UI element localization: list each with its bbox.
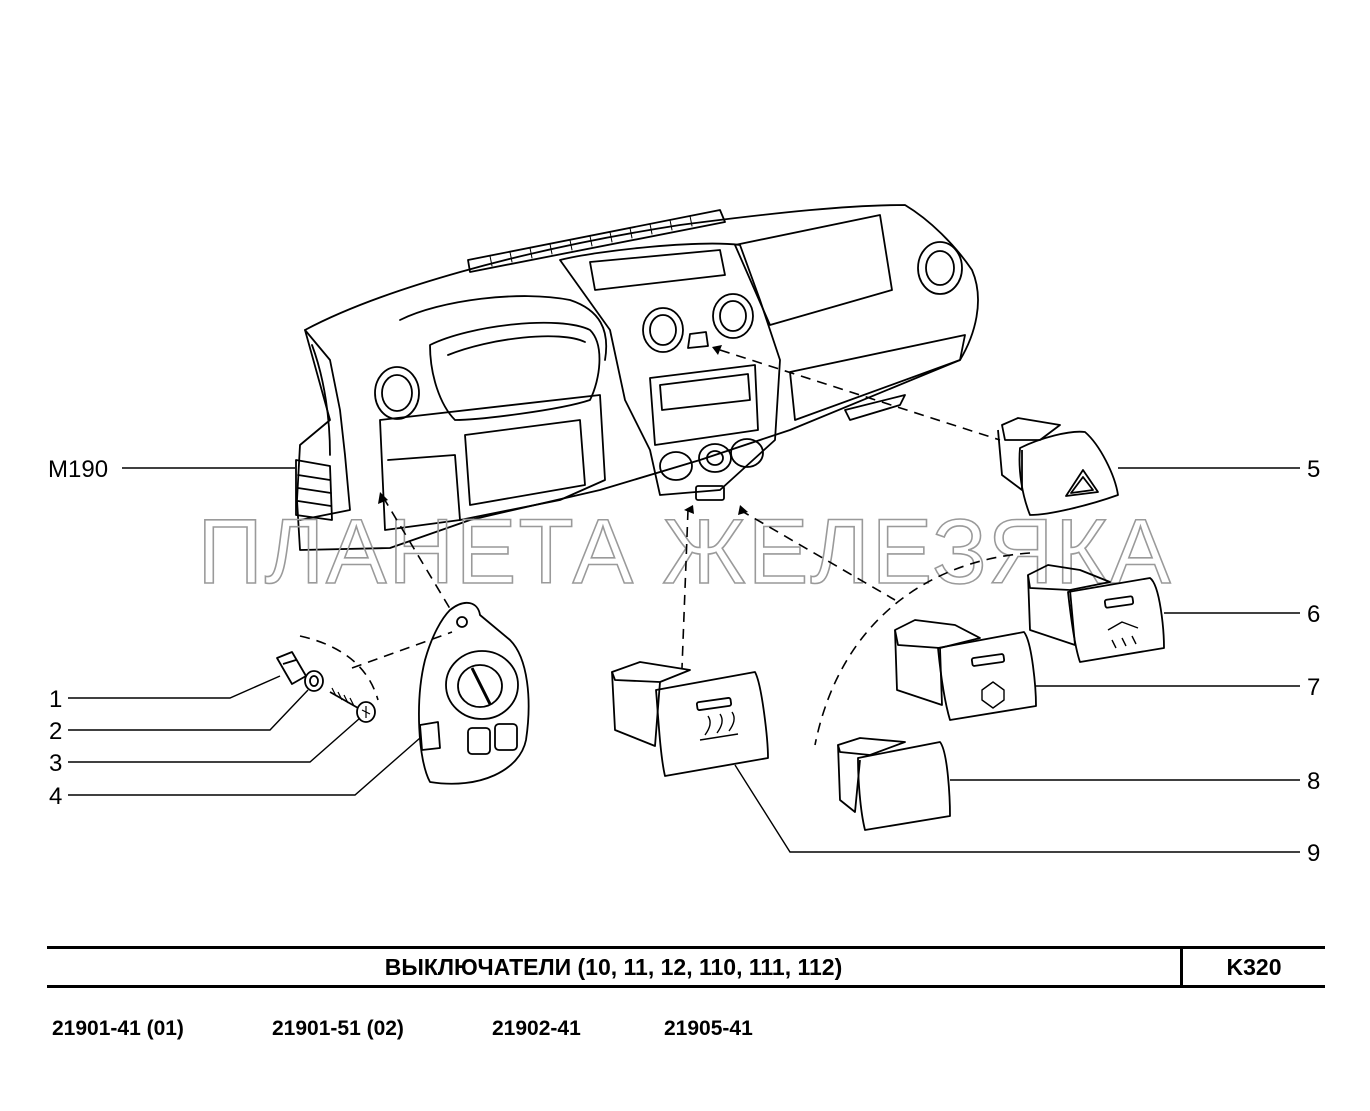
part-6-switch: [1027, 564, 1165, 663]
watermark: ПЛАНЕТА ЖЕЛЕЗЯКА: [198, 501, 1173, 603]
dashboard-illustration: [295, 204, 979, 551]
model-code: 21905-41: [664, 1017, 753, 1040]
model-code: 21901-51 (02): [272, 1017, 404, 1040]
part-3-screw: [329, 687, 376, 723]
assembly-dashed-lines: [299, 349, 1031, 746]
page-code: K320: [1226, 953, 1282, 980]
title-block: ВЫКЛЮЧАТЕЛИ (10, 11, 12, 110, 111, 112) …: [47, 946, 1325, 988]
callout-1: 1: [49, 686, 62, 713]
arrowheads: [378, 345, 748, 515]
callout-5: 5: [1307, 456, 1320, 483]
callout-2: 2: [49, 718, 62, 745]
callout-3: 3: [49, 750, 62, 777]
callout-9: 9: [1307, 840, 1320, 867]
part-1-clip: [276, 651, 307, 685]
part-9-defroster-switch: [611, 661, 769, 777]
callout-6: 6: [1307, 601, 1320, 628]
callout-4: 4: [49, 783, 62, 810]
model-code: 21902-41: [492, 1017, 581, 1040]
part-5-hazard-switch: [997, 417, 1119, 516]
callout-8: 8: [1307, 768, 1320, 795]
part-2-washer: [304, 670, 324, 692]
part-4-headlight-switch: [418, 601, 530, 785]
page-title: ВЫКЛЮЧАТЕЛИ (10, 11, 12, 110, 111, 112): [384, 953, 843, 980]
part-8-blank-plug: [837, 737, 951, 831]
callout-7: 7: [1307, 674, 1320, 701]
leader-lines: [68, 467, 1300, 853]
callout-m190: M190: [48, 456, 108, 483]
model-code: 21901-41 (01): [52, 1017, 184, 1040]
title-divider: [1180, 949, 1183, 985]
part-7-switch: [894, 619, 1037, 721]
